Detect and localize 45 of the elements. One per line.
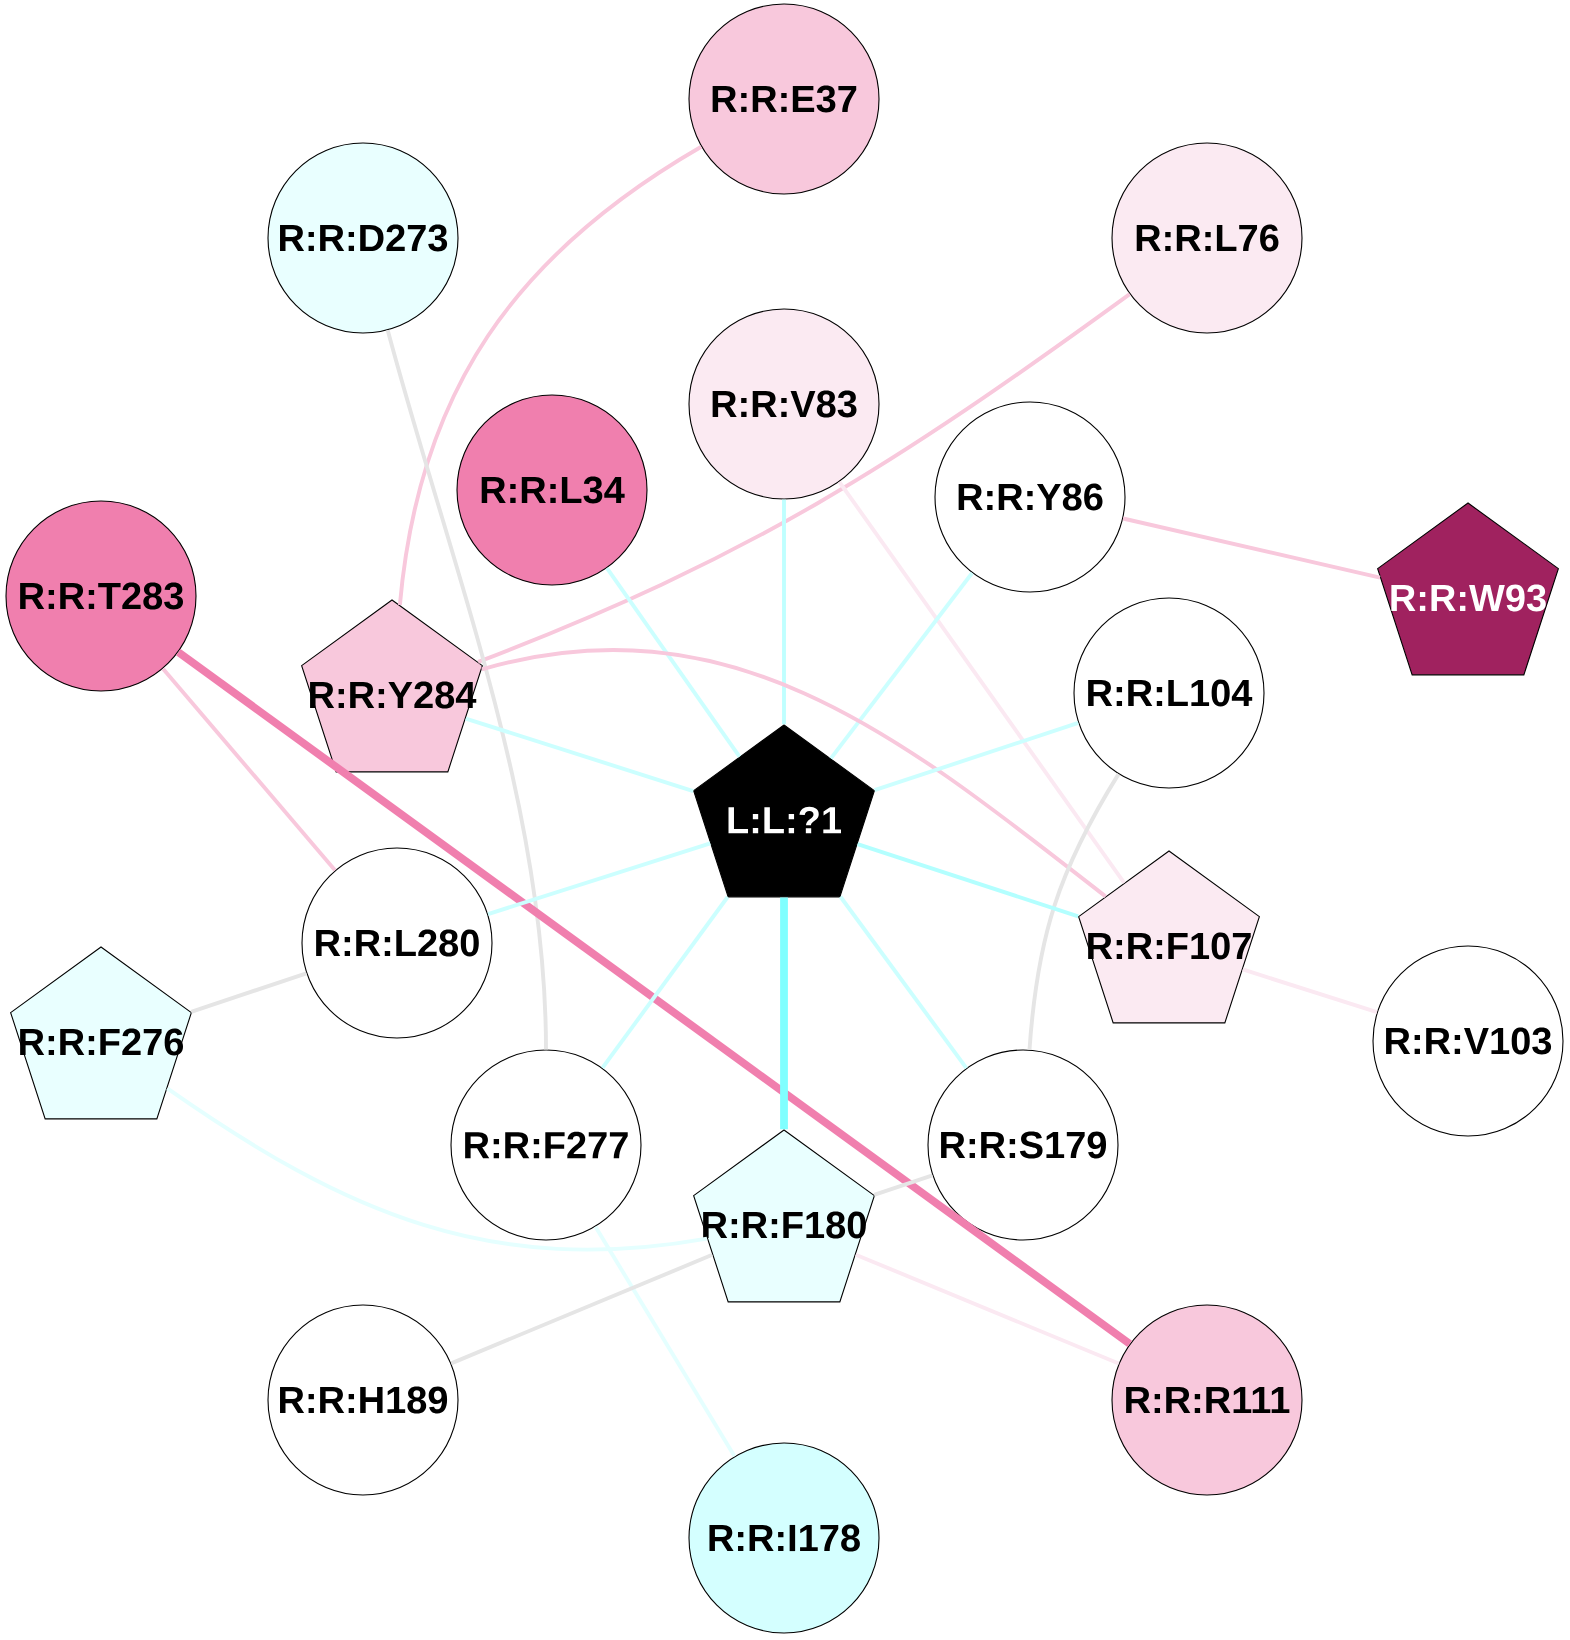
- edge-line: [829, 571, 974, 760]
- edge-line: [593, 1225, 737, 1458]
- edge-line: [397, 145, 703, 606]
- edge-line: [855, 1252, 1120, 1366]
- edge-line: [481, 648, 1107, 898]
- edge-line: [166, 1086, 708, 1252]
- edge-line: [190, 971, 307, 1014]
- circle-node: R:R:T283: [5, 500, 197, 692]
- edge-line: [838, 895, 968, 1070]
- edge-line: [782, 499, 786, 725]
- edge-line: [856, 842, 1079, 919]
- circle-node: R:R:L76: [1111, 142, 1303, 334]
- circle-node: R:R:Y86: [934, 401, 1126, 593]
- edge-line: [873, 721, 1079, 792]
- circle-node: R:R:F277: [450, 1049, 642, 1241]
- circle-node: R:R:V83: [688, 308, 880, 500]
- edge-line: [465, 716, 694, 793]
- edge-line: [477, 292, 1131, 664]
- circle-node: R:R:R111: [1111, 1304, 1303, 1496]
- circle-node: R:R:I178: [688, 1442, 880, 1634]
- circle-node: R:R:L280: [301, 847, 493, 1039]
- edge-line: [450, 1253, 714, 1366]
- circle-node: R:R:D273: [267, 142, 459, 334]
- pentagon-node: R:R:W93: [1377, 502, 1559, 676]
- pentagon-node: R:R:F276: [10, 946, 192, 1120]
- circle-node: R:R:V103: [1372, 945, 1564, 1137]
- edge-line: [385, 329, 548, 1050]
- edge-line: [487, 841, 711, 916]
- pentagon-node: R:R:F107: [1078, 850, 1260, 1024]
- circle-node: R:R:L34: [456, 394, 648, 586]
- edge-line: [1027, 773, 1121, 1050]
- edge-line: [1122, 516, 1381, 580]
- circle-node: R:R:E37: [688, 3, 880, 195]
- circle-node: R:R:L104: [1073, 597, 1265, 789]
- edge-line: [600, 895, 730, 1070]
- edge-line: [1242, 967, 1378, 1014]
- circle-node: R:R:H189: [267, 1304, 459, 1496]
- pentagon-node: R:R:F180: [693, 1129, 875, 1303]
- pentagon-node: L:L:?1: [693, 724, 875, 898]
- edge-line: [161, 667, 337, 872]
- edge-line: [176, 649, 1132, 1347]
- edge-line: [873, 1173, 934, 1197]
- circle-node: R:R:S179: [927, 1049, 1119, 1241]
- edge-line: [837, 480, 1126, 884]
- edge-line: [605, 567, 742, 758]
